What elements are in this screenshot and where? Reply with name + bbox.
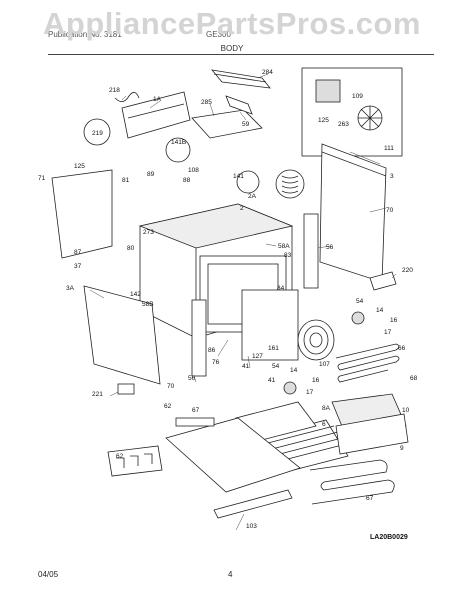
callout-17-lower: 17 [306,389,314,396]
callout-68: 68 [410,375,418,382]
door-frame-part [241,289,299,361]
publication-number: Publication No. 3181 [48,30,122,39]
fan-cover-part [297,319,335,361]
header-rule [48,54,434,55]
callout-6: 6 [322,421,326,428]
callout-83: 83 [284,252,292,259]
callout-70-right: 70 [386,207,394,214]
knob-lower [283,381,297,395]
front-post-part [191,299,207,377]
callout-16-upper: 16 [390,317,398,324]
callout-87-left: 87 [74,249,82,256]
callout-86: 86 [208,347,216,354]
hinge-detail-part [107,445,163,477]
callout-17-upper: 17 [384,329,392,336]
detail-circle-141b [165,137,191,163]
callout-16-lower: 16 [312,377,320,384]
callout-62-upper: 62 [164,403,172,410]
callout-62-detail: 62 [116,453,124,460]
callout-71: 71 [38,175,46,182]
knob-upper [351,311,365,325]
callout-14-upper: 14 [376,307,384,314]
page-number: 4 [228,570,233,579]
top-panel-part [191,109,263,139]
callout-58b: 58B [142,301,154,308]
callout-8a: 8A [322,405,331,412]
callout-220: 220 [402,267,413,274]
callout-9: 9 [400,445,404,452]
callout-103: 103 [246,523,257,530]
callout-89: 89 [147,171,155,178]
callout-273: 273 [143,229,154,236]
terminal-block-part [369,271,397,291]
bake-element-part [309,459,395,505]
callout-107: 107 [319,361,330,368]
callout-161: 161 [268,345,279,352]
callout-81-upper: 81 [122,177,130,184]
callout-3a: 3A [66,285,75,292]
detail-circle-spring [275,169,305,199]
broil-element-part [335,343,400,383]
callout-127: 127 [252,353,263,360]
part-callout-labels: 284 218 1A 285 59 109 125 263 111 219 14… [38,69,418,530]
footer-date: 04/05 [38,570,59,579]
brace-part [225,95,253,115]
diagram-code: LA20B0029 [370,534,408,541]
callout-56-front: 56 [188,375,196,382]
wire-part [114,92,140,102]
rack-rail-part [175,417,215,427]
kick-strip-part [213,489,293,519]
callout-66: 66 [398,345,406,352]
small-bracket-part [117,383,135,395]
callout-263: 263 [338,121,349,128]
callout-221: 221 [92,391,103,398]
model-number: GE300 [206,30,231,39]
back-brace-part [121,91,191,139]
callout-141b: 141B [171,139,186,146]
callout-14-lower: 14 [290,367,298,374]
callout-54-lower: 54 [272,363,280,370]
leader-lines [89,73,397,531]
top-rail-part [211,69,271,89]
callout-284: 284 [262,69,273,76]
callout-41-right: 41 [268,377,276,384]
detail-circle-141 [236,170,260,194]
callout-70-bottom: 70 [167,383,175,390]
callout-67-upper: 67 [192,407,200,414]
callout-10: 10 [402,407,410,414]
right-side-panel [319,143,387,283]
callout-1a: 1A [153,96,162,103]
callout-218: 218 [109,87,120,94]
callout-125-inset: 125 [318,117,329,124]
callout-41-left: 41 [242,363,250,370]
section-title: BODY [220,44,244,53]
callout-111: 111 [384,145,394,152]
callout-88: 88 [183,177,191,184]
left-side-panel [51,169,113,259]
callout-54-upper: 54 [356,298,364,305]
callout-109: 109 [352,93,363,100]
callout-37: 37 [74,263,82,270]
callout-141: 141 [233,173,244,180]
callout-80: 80 [127,245,135,252]
callout-142: 142 [130,291,141,298]
callout-3: 3 [390,173,394,180]
callout-285: 285 [201,99,212,106]
callout-76: 76 [212,359,220,366]
callout-219: 219 [92,130,103,137]
callout-108: 108 [188,167,199,174]
callout-67-lower: 67 [366,495,374,502]
callout-125: 125 [74,163,85,170]
front-bottom-panel [83,285,161,385]
side-channel-part [303,213,319,289]
callout-2: 2 [240,205,244,212]
callout-2a: 2A [248,193,257,200]
callout-59: 59 [242,121,250,128]
callout-58a: 58A [278,243,290,250]
callout-84: 84 [277,285,285,292]
callout-56-right: 56 [326,244,334,251]
detail-circle-219 [83,118,111,146]
